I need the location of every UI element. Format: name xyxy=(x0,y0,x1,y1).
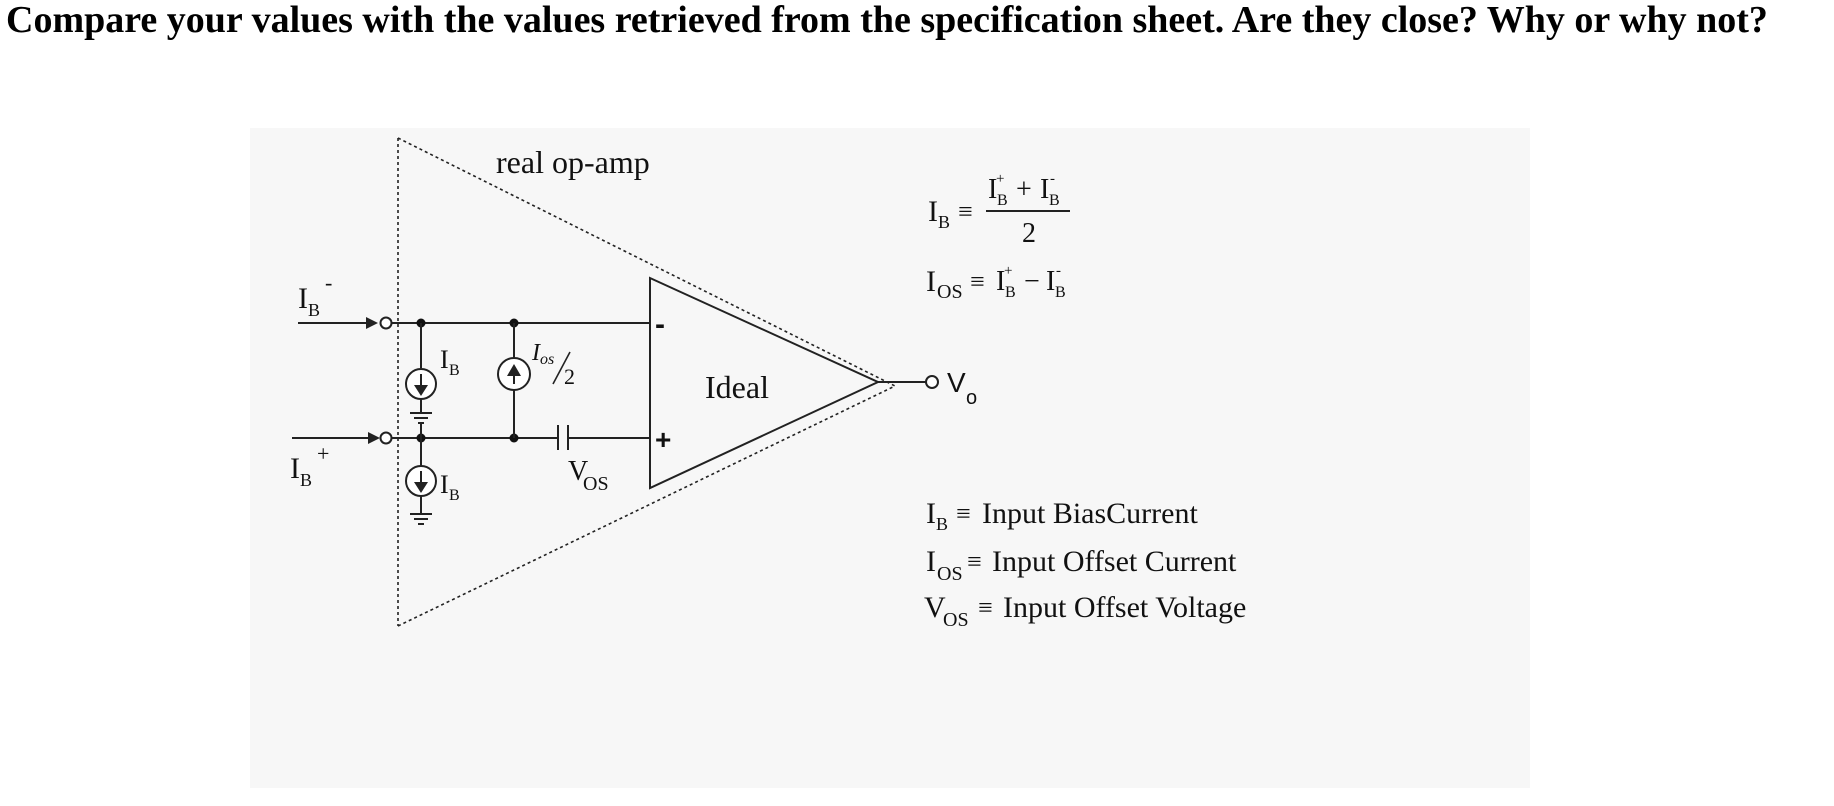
svg-text:I: I xyxy=(926,497,936,530)
svg-text:V: V xyxy=(924,591,946,624)
ib-plus-label: I B + xyxy=(290,441,329,490)
vos-label: V OS xyxy=(568,456,609,495)
noninverting-input-sign: + xyxy=(655,424,671,455)
svg-text:I: I xyxy=(1046,266,1055,297)
equation-input-bias: I B ≡ I B + + I B - 2 xyxy=(928,171,1070,249)
svg-text:B: B xyxy=(449,362,460,379)
vo-label: V o xyxy=(947,367,977,409)
svg-text:I: I xyxy=(298,282,308,315)
svg-text:Input Offset Current: Input Offset Current xyxy=(992,545,1237,578)
svg-text:-: - xyxy=(1056,263,1061,279)
svg-text:I: I xyxy=(928,195,938,228)
legend-input-bias-current: I B ≡ Input BiasCurrent xyxy=(926,497,1198,534)
svg-text:B: B xyxy=(1005,284,1016,301)
bias-current-source-minus xyxy=(405,323,437,438)
ios-half-label: I os 2 xyxy=(531,340,575,389)
svg-text:I: I xyxy=(290,452,300,485)
svg-text:+: + xyxy=(317,441,329,466)
svg-text:I: I xyxy=(1040,174,1049,205)
svg-text:I: I xyxy=(988,174,997,205)
svg-text:B: B xyxy=(449,487,460,504)
svg-text:≡: ≡ xyxy=(956,499,971,528)
offset-current-source xyxy=(497,323,531,438)
svg-text:B: B xyxy=(1049,192,1060,209)
svg-text:≡: ≡ xyxy=(958,197,973,226)
output-terminal xyxy=(925,375,939,389)
svg-text:Input Offset Voltage: Input Offset Voltage xyxy=(1003,591,1246,624)
legend-input-offset-current: I OS ≡ Input Offset Current xyxy=(926,545,1237,585)
svg-text:I: I xyxy=(926,265,936,298)
question-text: Compare your values with the values retr… xyxy=(6,0,1768,41)
svg-text:≡: ≡ xyxy=(970,267,985,296)
svg-text:Input BiasCurrent: Input BiasCurrent xyxy=(982,497,1198,530)
svg-text:≡: ≡ xyxy=(967,547,982,576)
svg-text:I: I xyxy=(531,340,541,366)
svg-text:−: − xyxy=(1024,266,1040,297)
svg-text:o: o xyxy=(966,387,977,409)
svg-text:os: os xyxy=(540,351,554,368)
equation-input-offset: I OS ≡ I B + − I B - xyxy=(926,263,1066,303)
svg-text:2: 2 xyxy=(1022,218,1036,249)
svg-text:-: - xyxy=(325,270,332,295)
inverting-input-sign: - xyxy=(655,308,665,341)
ideal-op-amp-triangle xyxy=(649,276,881,490)
svg-text:OS: OS xyxy=(943,609,969,631)
real-op-amp-label: real op-amp xyxy=(496,144,650,180)
svg-text:B: B xyxy=(308,300,320,320)
svg-text:I: I xyxy=(440,345,449,374)
svg-text:V: V xyxy=(947,367,966,398)
real-op-amp-outline xyxy=(397,137,896,627)
ib-minus-label: I B - xyxy=(298,270,332,320)
svg-text:OS: OS xyxy=(937,281,963,303)
svg-text:B: B xyxy=(997,192,1008,209)
svg-text:+: + xyxy=(1004,263,1012,279)
svg-text:+: + xyxy=(1016,174,1032,205)
inverting-input-wiring xyxy=(298,316,650,330)
noninverting-input-wiring xyxy=(292,425,650,450)
bias-current-source-plus xyxy=(405,438,437,525)
ib-source-label-plus: I B xyxy=(440,470,460,504)
legend-input-offset-voltage: V OS ≡ Input Offset Voltage xyxy=(924,591,1246,631)
svg-text:B: B xyxy=(300,470,312,490)
svg-text:2: 2 xyxy=(564,364,575,389)
svg-text:B: B xyxy=(1055,284,1066,301)
op-amp-diagram: real op-amp Ideal - + V o I B - I B + V xyxy=(290,137,1246,631)
svg-text:-: - xyxy=(1050,171,1055,187)
svg-text:I: I xyxy=(440,470,449,499)
svg-text:B: B xyxy=(936,514,948,534)
svg-text:V: V xyxy=(568,456,588,487)
svg-text:≡: ≡ xyxy=(978,593,993,622)
svg-text:I: I xyxy=(996,266,1005,297)
ib-source-label-minus: I B xyxy=(440,345,460,379)
svg-text:+: + xyxy=(996,171,1004,187)
svg-text:OS: OS xyxy=(937,563,963,585)
svg-text:I: I xyxy=(926,545,936,578)
svg-text:B: B xyxy=(938,212,950,232)
svg-text:OS: OS xyxy=(583,473,609,495)
ideal-label: Ideal xyxy=(705,369,769,405)
op-amp-figure: real op-amp Ideal - + V o I B - I B + V xyxy=(250,128,1530,788)
